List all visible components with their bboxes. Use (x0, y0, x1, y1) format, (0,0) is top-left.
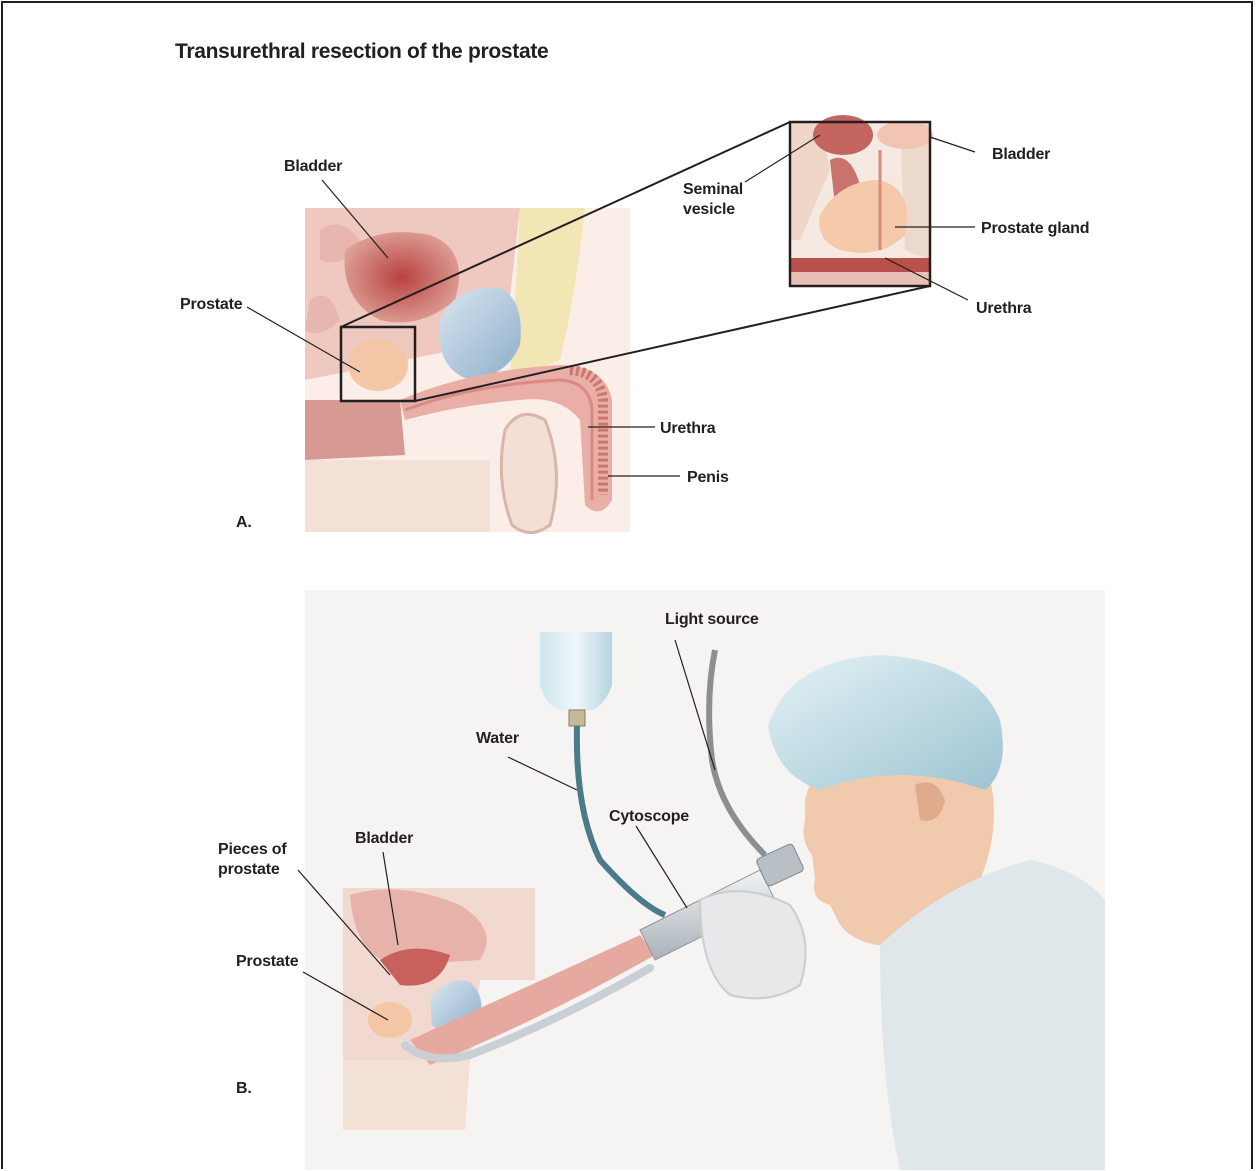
inset-floor (790, 272, 930, 286)
panel-b-letter: B. (236, 1079, 252, 1099)
label-b-prostate: Prostate (236, 952, 298, 972)
label-inset-urethra: Urethra (976, 299, 1032, 319)
inset-bladder-wall (877, 121, 933, 149)
panel-a-letter: A. (236, 513, 252, 533)
prostate-shape (348, 339, 408, 391)
thigh-block (305, 460, 490, 532)
label-seminal-vesicle: Seminal vesicle (683, 180, 743, 220)
bag-connector (569, 710, 585, 726)
label-inset-bladder: Bladder (992, 145, 1050, 165)
label-light-source: Light source (665, 610, 759, 630)
label-water: Water (476, 729, 519, 749)
label-b-bladder: Bladder (355, 829, 413, 849)
water-bag (540, 632, 612, 710)
panel-b-scene (305, 590, 1105, 1170)
label-prostate-gland: Prostate gland (981, 219, 1089, 239)
panel-b-prostate (368, 1002, 412, 1038)
label-a-bladder: Bladder (284, 157, 342, 177)
perineum-tissue (305, 400, 405, 460)
label-a-urethra: Urethra (660, 419, 716, 439)
panel-b-thigh (343, 1060, 470, 1130)
label-a-penis: Penis (687, 468, 729, 488)
testis-shape (501, 414, 556, 532)
label-pieces-of-prostate: Pieces of prostate (218, 840, 286, 880)
label-cytoscope: Cytoscope (609, 807, 689, 827)
label-a-prostate: Prostate (180, 295, 242, 315)
leader-inset-bladder (930, 137, 975, 152)
